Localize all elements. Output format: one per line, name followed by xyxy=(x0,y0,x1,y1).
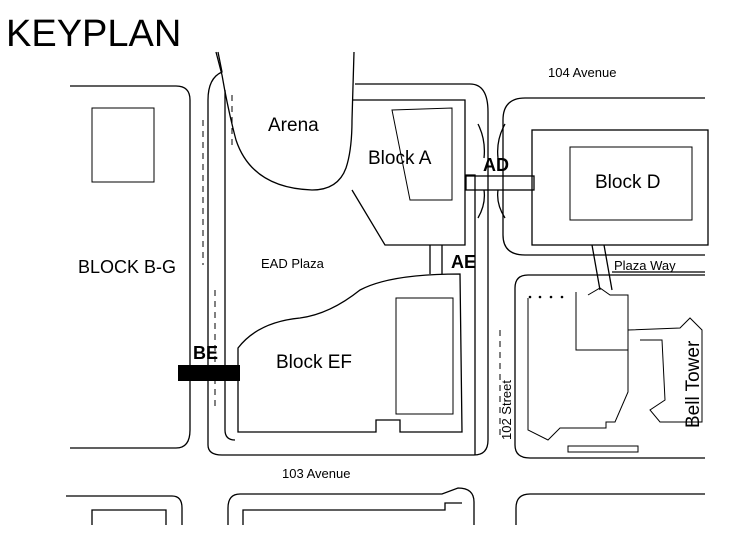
label-block-bg: BLOCK B-G xyxy=(78,257,176,277)
label-plaza-way: Plaza Way xyxy=(614,258,676,273)
label-102-street: 102 Street xyxy=(499,380,514,440)
block-a xyxy=(351,99,476,455)
label-bell-tower: Bell Tower xyxy=(683,340,704,428)
connector-be xyxy=(178,365,240,381)
block-ef xyxy=(237,273,463,433)
bell-tower-block xyxy=(514,274,705,459)
label-connector-ad: AD xyxy=(483,155,509,175)
label-block-ef: Block EF xyxy=(276,352,352,373)
block-ef-building xyxy=(395,297,454,415)
label-block-a: Block A xyxy=(368,148,432,169)
map-title: KEYPLAN xyxy=(6,13,181,55)
plaza-way-bridge xyxy=(591,244,613,291)
label-ead-plaza: EAD Plaza xyxy=(261,256,325,271)
block-d-building xyxy=(569,146,693,221)
block-bg-building xyxy=(91,107,155,183)
connector-ae xyxy=(429,245,443,274)
central-block-outline xyxy=(207,51,489,456)
block-bg-outline xyxy=(70,85,216,449)
bottom-blocks xyxy=(66,487,705,525)
label-connector-be: BE xyxy=(193,343,218,363)
label-104-avenue: 104 Avenue xyxy=(548,65,616,80)
block-d xyxy=(502,97,709,256)
label-103-avenue: 103 Avenue xyxy=(282,466,350,481)
label-connector-ae: AE xyxy=(451,252,476,272)
label-arena: Arena xyxy=(268,115,319,136)
label-block-d: Block D xyxy=(595,172,660,193)
